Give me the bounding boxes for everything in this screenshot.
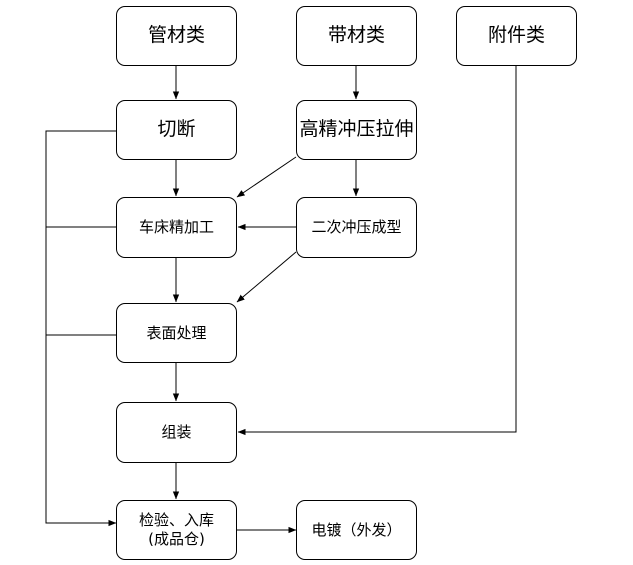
arrow-punch2-to-surface — [236, 251, 297, 303]
node-surface-treatment: 表面处理 — [116, 303, 237, 363]
node-assembly: 组装 — [116, 402, 237, 463]
arrow-stretch-to-lathe — [236, 156, 297, 198]
node-strip-label: 带材类 — [327, 24, 385, 47]
node-inspect-label: 检验、入库 (成品仓) — [138, 511, 214, 548]
node-lathe-finishing: 车床精加工 — [116, 197, 237, 258]
node-pipe-materials: 管材类 — [116, 6, 237, 66]
node-inspection-storage: 检验、入库 (成品仓) — [116, 500, 237, 560]
node-attachments: 附件类 — [456, 6, 577, 66]
node-precision-stretching: 高精冲压拉伸 — [296, 100, 417, 160]
node-assemble-label: 组装 — [161, 423, 192, 442]
node-pipe-label: 管材类 — [147, 24, 205, 47]
node-secondary-punching: 二次冲压成型 — [296, 197, 417, 258]
node-strip-materials: 带材类 — [296, 6, 417, 66]
node-stretch-label: 高精冲压拉伸 — [299, 118, 414, 141]
node-lathe-label: 车床精加工 — [138, 218, 214, 237]
node-attach-label: 附件类 — [487, 24, 545, 47]
bypass-main-line — [45, 130, 117, 527]
node-cut-label: 切断 — [157, 118, 196, 141]
node-surface-label: 表面处理 — [146, 323, 207, 342]
node-plating-outsourced: 电镀（外发） — [296, 500, 417, 560]
node-plating-label: 电镀（外发） — [311, 520, 402, 539]
node-cutting: 切断 — [116, 100, 237, 160]
node-punch2-label: 二次冲压成型 — [311, 218, 402, 237]
arrow-attach-to-assemble — [237, 66, 517, 436]
